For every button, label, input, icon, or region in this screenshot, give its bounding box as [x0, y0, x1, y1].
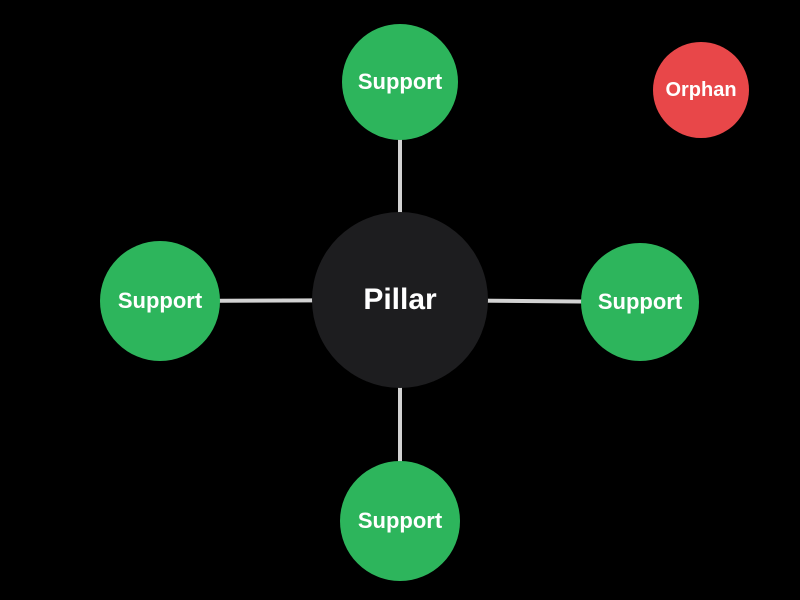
- support-node-left-label: Support: [117, 288, 203, 313]
- support-node-left[interactable]: Support: [100, 241, 220, 361]
- pillar-node-label: Pillar: [363, 283, 437, 316]
- support-node-bottom[interactable]: Support: [340, 461, 460, 581]
- support-node-right-label: Support: [597, 289, 683, 314]
- support-node-top[interactable]: Support: [342, 24, 458, 140]
- support-node-top-label: Support: [357, 69, 443, 94]
- support-node-right[interactable]: Support: [581, 243, 699, 361]
- support-node-bottom-label: Support: [357, 508, 443, 533]
- orphan-node-label: Orphan: [665, 79, 737, 101]
- pillar-node[interactable]: Pillar: [312, 212, 488, 388]
- orphan-node[interactable]: Orphan: [653, 42, 749, 138]
